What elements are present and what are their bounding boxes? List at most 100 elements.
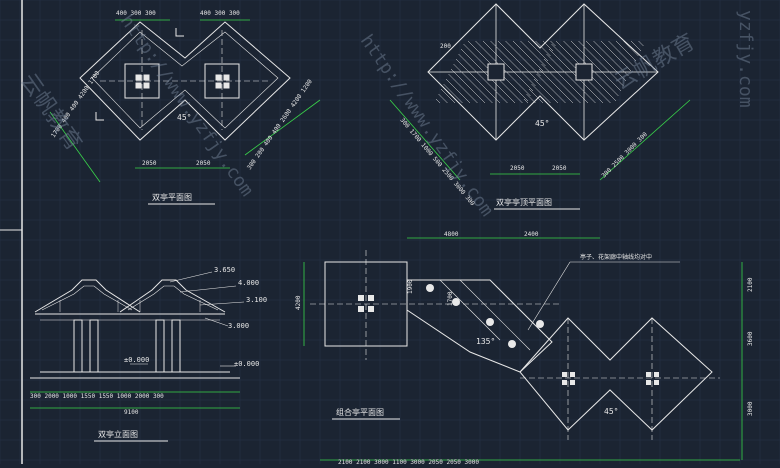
roof-top-b [575, 63, 593, 81]
level-label: ±0.000 [234, 360, 259, 368]
elevation-title: 双亭立面图 [98, 429, 138, 439]
roof-dim-bottom-b: 2050 [552, 165, 567, 172]
roof-right-inner [127, 285, 219, 311]
hatch-line [520, 40, 546, 67]
hatch-line [630, 40, 642, 52]
plan-inner-outline [91, 31, 279, 129]
combo-title: 组合亭平面图 [336, 407, 384, 417]
hatch-line [497, 40, 539, 82]
plan-dimension-lines [49, 19, 321, 183]
hatch-line [512, 40, 544, 72]
hatch-line [527, 40, 549, 62]
roof-dim-top: 200 [440, 43, 451, 50]
hatch-line [615, 40, 637, 62]
hatch-line [440, 88, 456, 104]
hatch-line [526, 93, 536, 104]
column [135, 74, 142, 81]
level-label: 3.100 [246, 296, 267, 304]
combo-column-markers [358, 284, 659, 385]
plan-title: 双亭平面图 [152, 192, 192, 202]
roof-angle: 45° [535, 119, 549, 128]
hatch-line [523, 98, 529, 104]
roof-dim-bottom-a: 2050 [510, 165, 525, 172]
combo-dim-bottom: 2100 2100 3000 1100 3000 2050 2050 3000 [338, 459, 479, 464]
leader-line [179, 285, 237, 293]
column [215, 74, 222, 81]
hatch-line [546, 53, 596, 104]
pergola-column [452, 298, 460, 306]
leader-line [169, 271, 213, 283]
combined-pavilion-plan [310, 250, 720, 440]
plan-dim-bottom-b: 2050 [196, 160, 211, 167]
column [368, 295, 374, 301]
hatch-line [458, 53, 508, 104]
hatch-line [600, 40, 632, 72]
column [215, 82, 222, 89]
pergola-beam [439, 279, 501, 341]
double-pavilion-plan [79, 21, 291, 141]
roof-title: 双亭亭顶平面图 [496, 197, 552, 207]
roof-right [119, 279, 226, 313]
hatch-line [543, 58, 589, 104]
hatch-line [536, 73, 566, 104]
column-left-a [73, 319, 83, 373]
column-right-a [155, 319, 165, 373]
watermark-text: http://www.yzfjy.com [356, 31, 498, 221]
column [570, 372, 575, 377]
hatch-line [538, 68, 574, 104]
level-label: 3.000 [228, 322, 249, 330]
hatch-line [531, 83, 551, 104]
level-label: 4.000 [238, 279, 259, 287]
combo-dim-mid: 1900 [407, 279, 414, 294]
column [223, 82, 230, 89]
roof-dimension-lines [389, 99, 691, 181]
watermark-text: 云帆教育 [611, 30, 700, 96]
watermark-text: yzfjy.com [735, 10, 756, 108]
hatch-line [455, 58, 501, 104]
column [135, 82, 142, 89]
plan-outline [79, 21, 291, 141]
hatch-line [448, 73, 478, 104]
plan-angle: 45° [177, 113, 191, 122]
elevation-dim-total: 9100 [124, 409, 139, 416]
combo-dim-left: 4200 [295, 295, 302, 310]
roof-left-inner [41, 285, 133, 311]
hatch-line [482, 40, 534, 92]
elevation-dim: 300 2000 1000 1550 1550 1000 2000 300 [30, 393, 164, 400]
hatch-line [445, 78, 471, 104]
column-left-b [89, 319, 99, 373]
column [562, 372, 567, 377]
hatch-line [550, 40, 556, 47]
pergola-beam [459, 279, 531, 351]
combo-dim-top-b: 2400 [524, 231, 539, 238]
hatch-line [533, 78, 559, 104]
double-pavilion-elevation [30, 271, 245, 379]
pergola-column [426, 284, 434, 292]
plan-dim-top-a: 400 300 300 [116, 10, 156, 17]
combo-note: 亭子、花架廊中轴线均对中 [580, 253, 652, 261]
column [562, 380, 567, 385]
hatch-line [450, 68, 486, 104]
column [654, 372, 659, 377]
column-right-b [171, 319, 181, 373]
hatch-line [593, 40, 629, 77]
column [143, 82, 150, 89]
column [358, 295, 364, 301]
combo-dimension-lines [303, 237, 743, 461]
column [570, 380, 575, 385]
leader-line [199, 301, 245, 306]
hatch-line [438, 93, 448, 104]
step-symbol [175, 28, 184, 37]
step-symbol [95, 112, 104, 121]
hatch-line [585, 40, 627, 82]
pergola-column [486, 318, 494, 326]
roof-top-a [487, 63, 505, 81]
column [368, 306, 374, 312]
combo-dim-top-a: 4800 [444, 231, 459, 238]
hatch-line [535, 40, 551, 57]
combo-dim-right: 3000 [747, 401, 754, 416]
column [223, 74, 230, 81]
level-label: ±0.000 [124, 356, 149, 364]
hatch-line [623, 40, 639, 57]
